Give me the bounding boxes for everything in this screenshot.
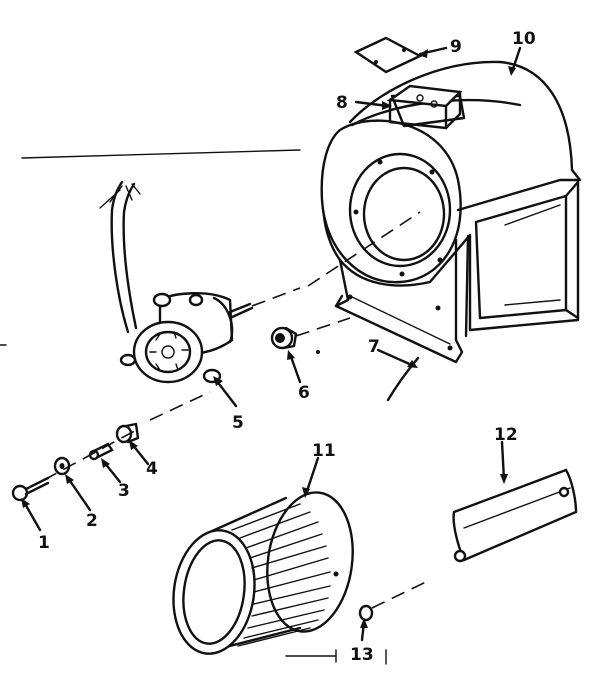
junction-box-icon [386, 84, 463, 130]
callout-13: 13 [350, 645, 374, 665]
assembly-axis-housing [307, 211, 421, 287]
assembly-axis-hardware [43, 427, 141, 481]
leader-lines [21, 46, 522, 665]
callout-1: 1 [38, 533, 50, 553]
callout-11: 11 [312, 441, 336, 461]
setscrew-icon [358, 579, 431, 622]
hub-dot [316, 350, 320, 354]
callout-12: 12 [494, 425, 518, 445]
spacer-icon [88, 442, 114, 461]
callout-3: 3 [118, 481, 130, 501]
callout-2: 2 [86, 511, 98, 531]
callout-9: 9 [450, 37, 462, 57]
hub-icon [270, 326, 298, 350]
callout-10: 10 [512, 29, 536, 49]
assembly-axis-hub-front [295, 317, 351, 337]
washer-icon [53, 456, 71, 476]
blower-wheel-icon [172, 491, 354, 655]
assembly-axis-hub [251, 287, 301, 307]
callout-5: 5 [232, 413, 244, 433]
screw-icon [11, 476, 50, 502]
cover-plate-icon [353, 36, 423, 74]
motor-icon [99, 180, 254, 384]
scan-line-top [21, 149, 301, 159]
callout-8: 8 [336, 93, 348, 113]
callout-7: 7 [368, 337, 380, 357]
blower-housing-icon [320, 60, 582, 364]
mounting-bracket-icon [386, 356, 420, 402]
bushing-icon [115, 422, 140, 444]
callout-4: 4 [146, 459, 158, 479]
callout-6: 6 [298, 383, 310, 403]
assembly-axis-motor [149, 391, 211, 421]
cutoff-plate-icon [452, 468, 578, 563]
